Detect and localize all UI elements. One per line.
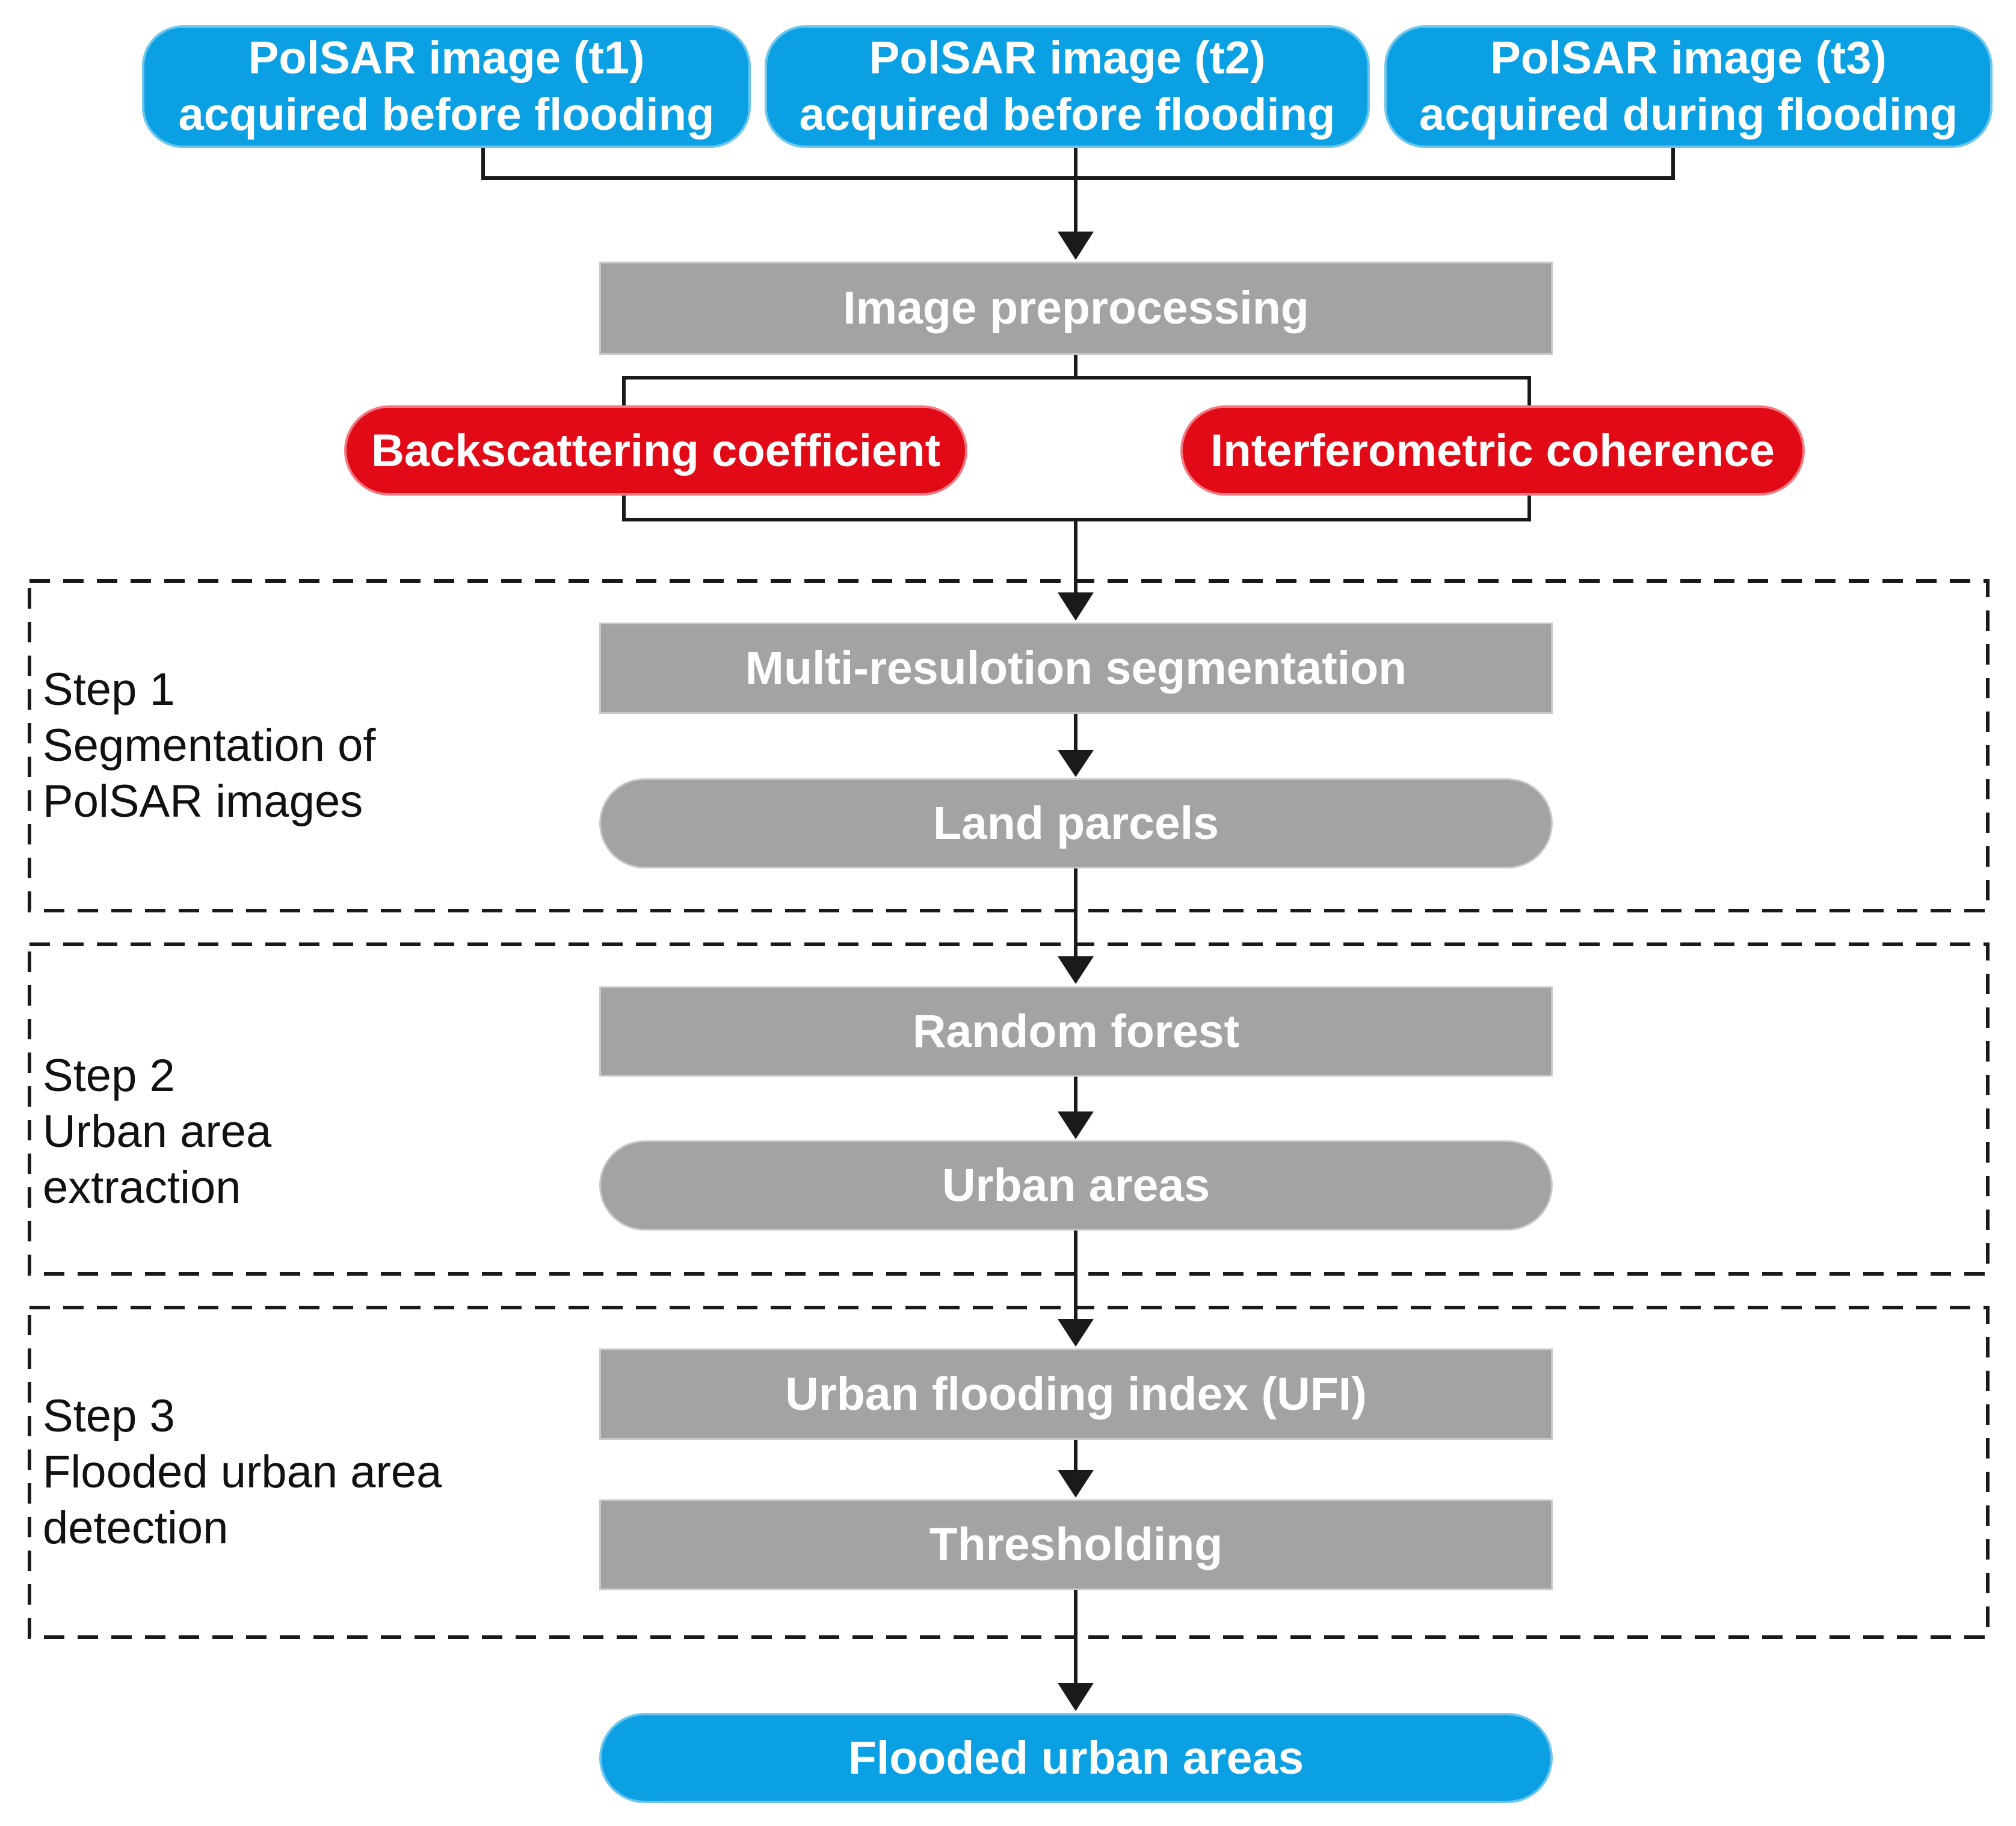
land-parcels-node: Land parcels bbox=[599, 778, 1553, 868]
urban-areas-label: Urban areas bbox=[942, 1159, 1210, 1211]
random-forest-label: Random forest bbox=[912, 1005, 1240, 1057]
land-parcels-label: Land parcels bbox=[932, 797, 1219, 849]
output-node: Flooded urban areas bbox=[599, 1713, 1553, 1803]
arrowhead-output bbox=[1058, 1683, 1094, 1711]
step2-title: Step 2 bbox=[43, 1050, 175, 1101]
arrowhead-ufi bbox=[1058, 1319, 1094, 1347]
urban-areas-node: Urban areas bbox=[599, 1140, 1553, 1231]
preprocessing-box: Image preprocessing bbox=[599, 262, 1553, 355]
thresholding-box: Thresholding bbox=[599, 1499, 1553, 1590]
input-t2-line2: acquired before flooding bbox=[799, 89, 1336, 140]
step2-label: Step 2 Urban area extraction bbox=[43, 1048, 271, 1216]
coherence-label: Interferometric coherence bbox=[1210, 425, 1775, 476]
arrowhead-segmentation bbox=[1058, 592, 1094, 621]
segmentation-label: Multi-resulotion segmentation bbox=[745, 642, 1407, 694]
step1-desc-line1: Segmentation of bbox=[43, 720, 376, 771]
backscatter-node: Backscattering coefficient bbox=[344, 405, 967, 496]
output-label: Flooded urban areas bbox=[848, 1732, 1304, 1784]
ufi-label: Urban flooding index (UFI) bbox=[785, 1368, 1367, 1420]
arrowhead-thresholding bbox=[1058, 1470, 1094, 1498]
features-bottom-bracket bbox=[622, 494, 1531, 521]
step1-desc-line2: PolSAR images bbox=[43, 776, 363, 827]
step3-title: Step 3 bbox=[43, 1391, 175, 1442]
input-t3-line1: PolSAR image (t3) bbox=[1490, 32, 1887, 84]
inputs-bracket-connector bbox=[481, 148, 1675, 180]
step3-frame bbox=[28, 1306, 1990, 1639]
input-t1-line2: acquired before flooding bbox=[178, 89, 715, 140]
step1-frame bbox=[28, 579, 1990, 912]
arrowhead-land-parcels bbox=[1058, 750, 1094, 777]
input-t1-line1: PolSAR image (t1) bbox=[248, 32, 645, 84]
thresholding-label: Thresholding bbox=[929, 1519, 1223, 1570]
input-node-t1: PolSAR image (t1) acquired before floodi… bbox=[142, 25, 751, 148]
preprocessing-label: Image preprocessing bbox=[843, 282, 1309, 334]
step2-desc-line2: extraction bbox=[43, 1162, 241, 1213]
input-node-t3: PolSAR image (t3) acquired during floodi… bbox=[1384, 25, 1993, 148]
backscatter-label: Backscattering coefficient bbox=[371, 425, 941, 476]
input-node-t2: PolSAR image (t2) acquired before floodi… bbox=[765, 25, 1370, 148]
step2-frame bbox=[28, 942, 1990, 1276]
input-t2-line1: PolSAR image (t2) bbox=[869, 32, 1266, 84]
coherence-node: Interferometric coherence bbox=[1180, 405, 1805, 496]
input-t3-line2: acquired during flooding bbox=[1419, 89, 1958, 140]
step3-label: Step 3 Flooded urban area detection bbox=[43, 1388, 442, 1556]
features-top-bracket bbox=[622, 376, 1531, 405]
arrowhead-random-forest bbox=[1058, 956, 1094, 984]
arrowhead-urban-areas bbox=[1058, 1111, 1094, 1139]
step1-label: Step 1 Segmentation of PolSAR images bbox=[43, 662, 376, 829]
step3-desc-line2: detection bbox=[43, 1502, 229, 1554]
arrowhead-preprocessing bbox=[1058, 232, 1094, 260]
step3-desc-line1: Flooded urban area bbox=[43, 1446, 442, 1498]
ufi-box: Urban flooding index (UFI) bbox=[599, 1348, 1553, 1440]
segmentation-box: Multi-resulotion segmentation bbox=[599, 622, 1553, 714]
random-forest-box: Random forest bbox=[599, 986, 1553, 1077]
step1-title: Step 1 bbox=[43, 664, 175, 715]
step2-desc-line1: Urban area bbox=[43, 1106, 272, 1157]
